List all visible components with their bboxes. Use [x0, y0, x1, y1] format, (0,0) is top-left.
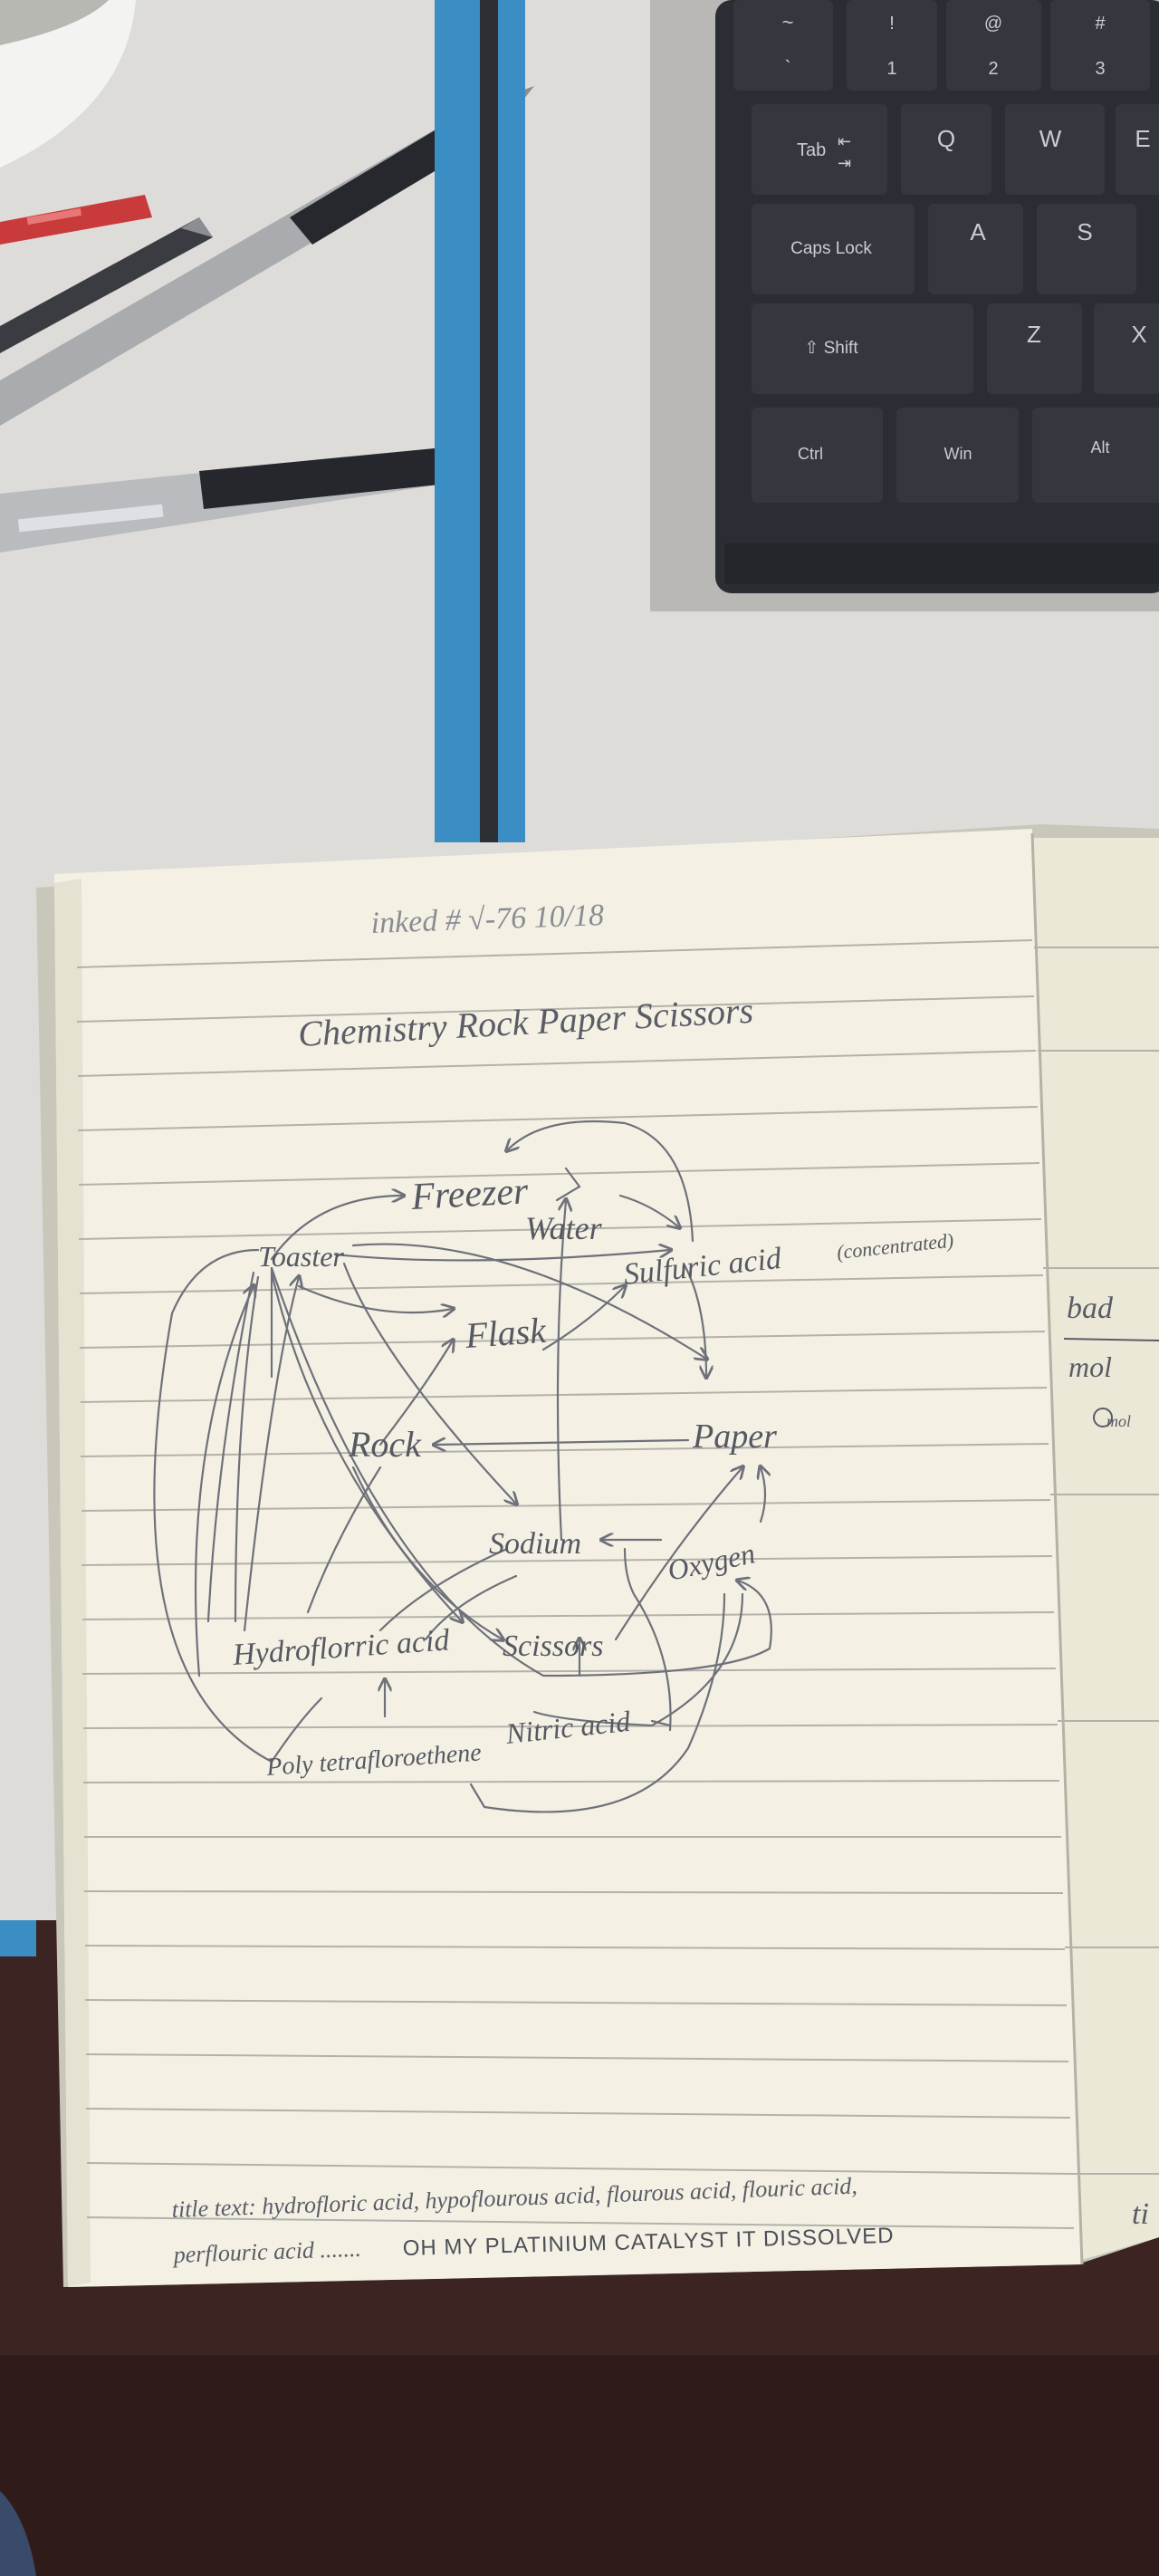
- key-exclaim[interactable]: !: [889, 14, 895, 34]
- key-3[interactable]: 3: [1095, 59, 1105, 79]
- ruled-lines-right: [1034, 947, 1159, 2175]
- key-a[interactable]: A: [970, 218, 986, 245]
- key-backtick[interactable]: `: [784, 56, 790, 79]
- right-page-word-3: mol: [1106, 1412, 1131, 1430]
- key-alt[interactable]: Alt: [1090, 438, 1109, 457]
- key-1[interactable]: 1: [886, 59, 896, 79]
- key-at[interactable]: @: [984, 14, 1002, 34]
- key-e[interactable]: E: [1135, 125, 1150, 152]
- node-paper: Paper: [692, 1418, 777, 1456]
- node-flask: Flask: [463, 1310, 548, 1356]
- notebook: [36, 824, 1159, 2287]
- key-shift[interactable]: ⇧ Shift: [804, 339, 858, 358]
- key-caps-lock[interactable]: Caps Lock: [790, 239, 872, 258]
- white-object: [0, 0, 136, 168]
- key-2[interactable]: 2: [988, 59, 998, 79]
- node-freezer: Freezer: [409, 1170, 530, 1218]
- node-scissors: Scissors: [503, 1629, 603, 1663]
- keyboard: ~ ! @ # ` 1 2 3 Tab ⇤ ⇥ Q W E Caps Lock …: [650, 0, 1159, 611]
- blue-binder: [0, 0, 525, 1956]
- node-rock: Rock: [348, 1424, 422, 1465]
- left-page: [54, 829, 1082, 2287]
- node-water: Water: [525, 1210, 603, 1246]
- key-tilde[interactable]: ~: [782, 11, 794, 34]
- key-hash[interactable]: #: [1095, 14, 1106, 34]
- ruled-lines: [76, 939, 1075, 2229]
- tab-arrows-icon-2: ⇥: [838, 154, 851, 172]
- key-z[interactable]: Z: [1027, 321, 1041, 348]
- key-win[interactable]: Win: [944, 445, 972, 463]
- right-page-word-4: ti: [1132, 2197, 1149, 2231]
- key-s[interactable]: S: [1077, 218, 1092, 245]
- node-sodium: Sodium: [489, 1527, 581, 1561]
- right-page-word-2: mol: [1068, 1350, 1112, 1383]
- tab-arrows-icon: ⇤: [838, 132, 851, 150]
- key-w[interactable]: W: [1039, 125, 1062, 152]
- key-tab[interactable]: Tab: [797, 140, 826, 160]
- key-x[interactable]: X: [1131, 321, 1146, 348]
- node-toaster: Toaster: [258, 1240, 344, 1273]
- diagram-arrows: [153, 1120, 772, 1813]
- right-page-word-1: bad: [1067, 1292, 1114, 1325]
- pen-red: [0, 195, 152, 245]
- pen-black-2: [0, 217, 213, 353]
- key-ctrl[interactable]: Ctrl: [798, 445, 823, 463]
- stick-figure-icon: [1093, 1408, 1113, 1427]
- right-page: [1028, 838, 1159, 2260]
- key-q[interactable]: Q: [937, 125, 955, 152]
- page-header-note: inked # √-76 10/18: [370, 899, 605, 940]
